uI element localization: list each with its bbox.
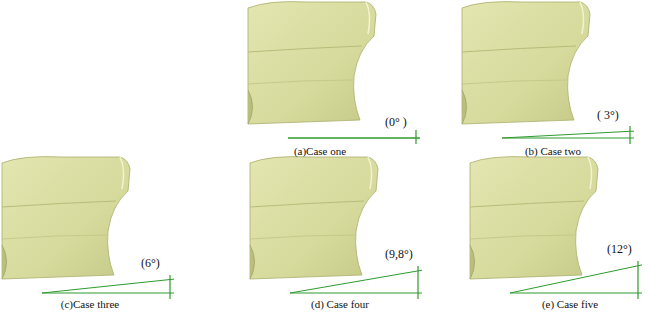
angle-label: (9,8°) <box>384 248 414 261</box>
angle-label: (0° ) <box>384 116 408 129</box>
angle-label: (12°) <box>606 243 633 256</box>
case-caption: (e) Case five <box>542 298 598 310</box>
case-caption: (c)Case three <box>61 298 119 310</box>
case-caption: (b) Case two <box>525 145 581 157</box>
case-caption: (d) Case four <box>311 298 369 310</box>
angle-label: ( 3°) <box>596 109 620 122</box>
case-caption: (a)Case one <box>294 145 346 157</box>
angle-label: (6°) <box>140 257 161 270</box>
